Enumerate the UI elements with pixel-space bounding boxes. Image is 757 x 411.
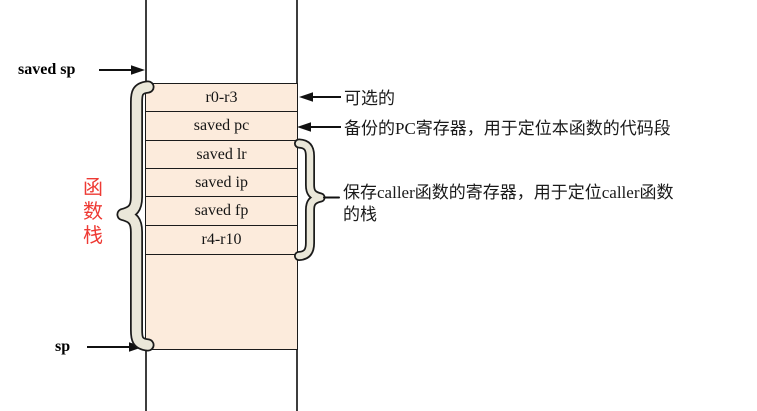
cell-label: r4-r10: [201, 231, 242, 249]
function-stack-char: 栈: [83, 225, 103, 247]
saved-sp-arrow-icon: [99, 65, 145, 75]
caller-group-brace-icon: [294, 138, 340, 261]
function-stack-char: 数: [83, 201, 103, 223]
cell-label: saved ip: [195, 173, 248, 191]
sp-label: sp: [55, 338, 71, 355]
cell-label: saved fp: [194, 202, 249, 220]
function-stack-char: 函: [83, 177, 103, 199]
stack-cell-saved-ip: saved ip: [145, 168, 298, 198]
stack-cell-local-area: [145, 254, 298, 350]
stack-cell-r0-r3: r0-r3: [145, 83, 298, 113]
caller-annotation-line2: 的栈: [343, 205, 377, 224]
optional-arrow-icon: [299, 92, 341, 102]
stack-cell-r4-r10: r4-r10: [145, 225, 298, 256]
stack-cell-saved-pc: saved pc: [145, 111, 298, 142]
stack-cell-saved-fp: saved fp: [145, 196, 298, 227]
saved-pc-arrow-icon: [297, 122, 341, 132]
cell-label: saved lr: [196, 145, 247, 163]
function-stack-label: 函 数 栈: [81, 176, 105, 248]
saved-sp-label: saved sp: [18, 61, 76, 78]
stack-cell-saved-lr: saved lr: [145, 140, 298, 170]
saved-pc-annotation: 备份的PC寄存器，用于定位本函数的代码段: [344, 119, 671, 138]
caller-annotation-line1: 保存caller函数的寄存器，用于定位caller函数: [343, 183, 674, 202]
cell-label: saved pc: [193, 117, 250, 135]
cell-label: r0-r3: [205, 88, 238, 106]
optional-annotation: 可选的: [344, 89, 395, 108]
sp-arrow-icon: [87, 342, 143, 352]
